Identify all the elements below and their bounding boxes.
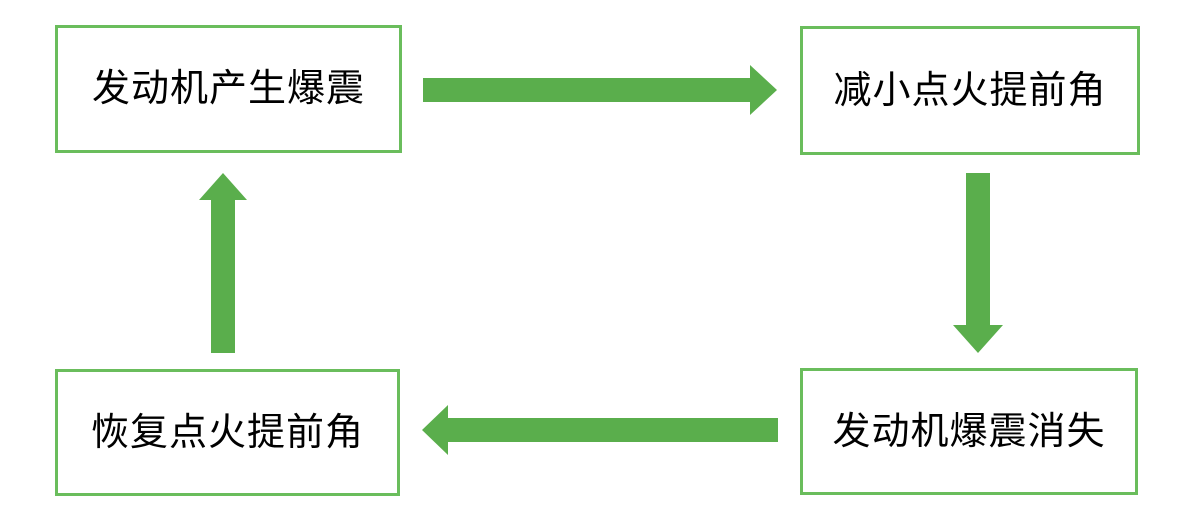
node-knock-disappears: 发动机爆震消失 — [800, 368, 1138, 495]
node-restore-ignition-advance: 恢复点火提前角 — [55, 369, 400, 496]
node-engine-knock: 发动机产生爆震 — [55, 25, 402, 153]
node-knock-disappears-label: 发动机爆震消失 — [832, 410, 1106, 453]
up-arrow-icon — [199, 173, 247, 353]
node-reduce-ignition-advance-label: 减小点火提前角 — [833, 69, 1107, 112]
node-restore-ignition-advance-label: 恢复点火提前角 — [90, 411, 364, 454]
node-reduce-ignition-advance: 减小点火提前角 — [800, 26, 1140, 155]
right-arrow-icon — [423, 65, 777, 115]
left-arrow-icon — [422, 405, 778, 455]
node-engine-knock-label: 发动机产生爆震 — [91, 68, 365, 110]
down-arrow-icon — [953, 173, 1003, 353]
